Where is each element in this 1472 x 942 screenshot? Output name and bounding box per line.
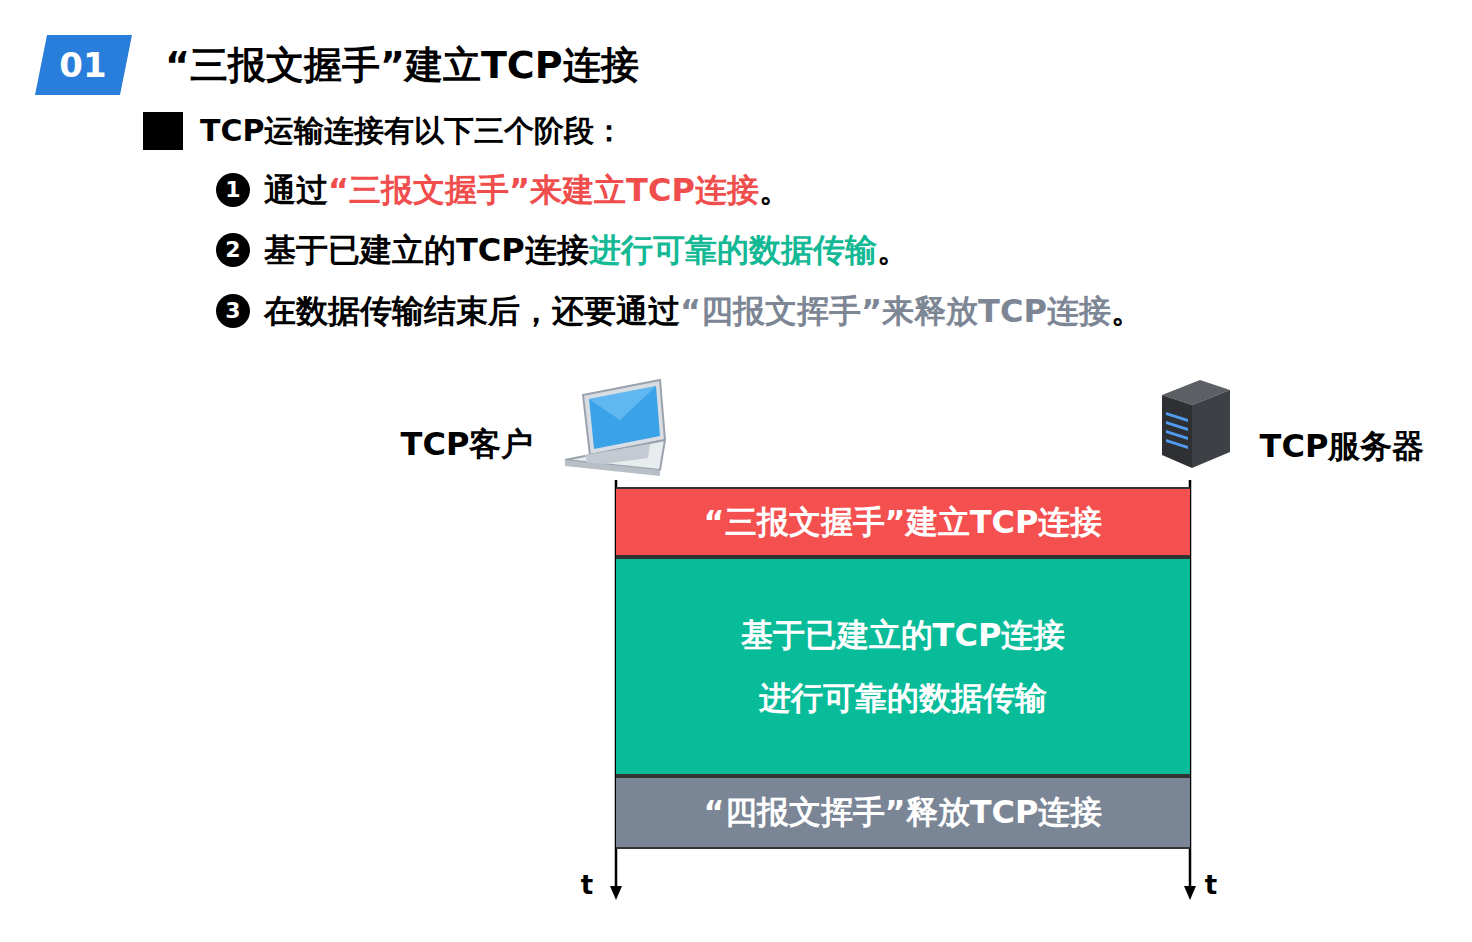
item-text: “三报文握手”来建立TCP连接 <box>328 172 759 209</box>
transfer-band: 基于已建立的TCP连接 进行可靠的数据传输 <box>616 557 1190 776</box>
item-text: 进行可靠的数据传输 <box>589 232 877 269</box>
time-label: t <box>1205 871 1217 901</box>
laptop-icon <box>565 380 665 476</box>
item-text: 。 <box>1111 293 1143 330</box>
axis-arrow <box>610 886 622 900</box>
item-text: 通过 <box>264 172 328 209</box>
time-axis <box>616 480 1190 892</box>
item-text: 。 <box>877 232 909 269</box>
callout-number: 1 <box>216 173 250 207</box>
item-text: 在数据传输结束后，还要通过 <box>264 293 680 330</box>
band-text: 基于已建立的TCP连接 进行可靠的数据传输 <box>703 604 1103 729</box>
item-text: 基于已建立的TCP连接 <box>264 232 589 269</box>
list-item: 1 通过“三报文握手”来建立TCP连接。 <box>216 172 791 209</box>
axis-arrow <box>1184 886 1196 900</box>
time-label: t <box>581 871 593 901</box>
server-icon <box>1162 380 1230 468</box>
band-text: “四报文挥手”释放TCP连接 <box>704 781 1103 843</box>
item-text: 。 <box>759 172 791 209</box>
list-item: 3 在数据传输结束后，还要通过“四报文挥手”来释放TCP连接。 <box>216 293 1143 330</box>
section-heading: TCP运输连接有以下三个阶段： <box>200 114 624 149</box>
callout-number: 2 <box>216 233 250 267</box>
title: “三报文握手”建立TCP连接 <box>165 44 639 88</box>
client-label: TCP客户 <box>401 426 534 463</box>
title-badge <box>35 35 132 95</box>
badge-number: 01 <box>59 46 106 85</box>
band-text: “三报文握手”建立TCP连接 <box>704 491 1103 553</box>
item-text: “四报文挥手”来释放TCP连接 <box>680 293 1111 330</box>
bullet-square <box>143 112 183 150</box>
release-band: “四报文挥手”释放TCP连接 <box>616 776 1190 849</box>
callout-number: 3 <box>216 294 250 328</box>
handshake-band: “三报文握手”建立TCP连接 <box>616 487 1190 557</box>
server-label: TCP服务器 <box>1260 428 1425 465</box>
list-item: 2 基于已建立的TCP连接进行可靠的数据传输。 <box>216 232 909 269</box>
